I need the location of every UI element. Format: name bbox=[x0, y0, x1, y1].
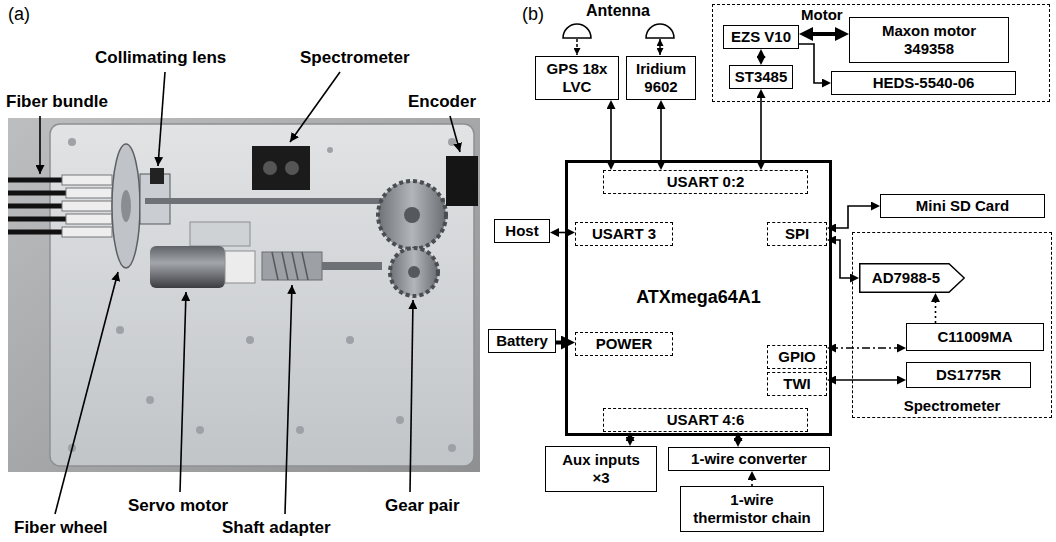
box-label: TWI bbox=[783, 375, 811, 393]
port-box: SPI bbox=[767, 222, 827, 246]
box-label: DS1775R bbox=[936, 366, 1001, 384]
box-label: USART 0:2 bbox=[667, 173, 745, 191]
port-box: USART 0:2 bbox=[603, 170, 808, 194]
box-label: GPS 18x LVC bbox=[542, 60, 612, 96]
box-label: 1-wire thermistor chain bbox=[693, 491, 812, 527]
part-label: Shaft adapter bbox=[222, 518, 331, 538]
module-box: HEDS-5540-06 bbox=[831, 71, 1016, 95]
box-label: Host bbox=[505, 222, 538, 240]
group-heading: Motor bbox=[801, 6, 843, 24]
leader-lines bbox=[40, 72, 460, 514]
connector bbox=[760, 52, 762, 62]
connector bbox=[799, 44, 828, 83]
box-label: 1-wire converter bbox=[691, 450, 807, 468]
group-box: MotorEZS V10 Maxon motor 349358ST3485 HEDS… bbox=[712, 4, 1050, 102]
box-label: Iridium 9602 bbox=[631, 60, 691, 96]
antenna-symbols bbox=[563, 24, 674, 55]
box-label: Aux inputs ×3 bbox=[556, 451, 646, 487]
module-box: Iridium 9602 bbox=[626, 56, 696, 100]
module-box: DS1775R bbox=[906, 362, 1031, 388]
part-label: Fiber bundle bbox=[6, 92, 108, 112]
group-heading: Spectrometer bbox=[853, 397, 1051, 415]
connector bbox=[751, 474, 753, 486]
connector bbox=[610, 103, 612, 167]
part-label: Gear pair bbox=[385, 496, 460, 516]
module-box: Host bbox=[494, 219, 550, 243]
box-label: Battery bbox=[496, 332, 548, 350]
connector bbox=[830, 206, 877, 228]
module-box: C11009MA bbox=[906, 323, 1044, 351]
panel-label: (a) bbox=[8, 4, 30, 25]
port-box: USART 3 bbox=[575, 222, 673, 246]
box-label: Maxon motor 349358 bbox=[864, 22, 994, 58]
box-label: Mini SD Card bbox=[916, 197, 1009, 215]
box-label: SPI bbox=[785, 225, 809, 243]
box-label: ST3485 bbox=[735, 68, 788, 86]
box-label: EZS V10 bbox=[731, 28, 791, 46]
box-label: POWER bbox=[596, 335, 653, 353]
module-box: EZS V10 bbox=[723, 25, 799, 49]
adc-pentagon: AD7988-5 bbox=[859, 263, 965, 293]
connector bbox=[935, 296, 937, 323]
port-box: TWI bbox=[767, 372, 827, 396]
antenna-label: Antenna bbox=[586, 2, 650, 20]
box-label: C11009MA bbox=[937, 328, 1012, 346]
connector bbox=[553, 232, 572, 234]
box-label: GPIO bbox=[778, 348, 816, 366]
module-box: Mini SD Card bbox=[880, 194, 1045, 218]
connector bbox=[807, 32, 841, 36]
module-box: Aux inputs ×3 bbox=[545, 446, 657, 492]
group-box: Spectrometer AD7988-5C11009MA DS1775R bbox=[852, 232, 1052, 418]
box-label: AD7988-5 bbox=[872, 269, 940, 287]
connector bbox=[830, 347, 903, 349]
module-box: 1-wire thermistor chain bbox=[680, 486, 824, 532]
panel-label: (b) bbox=[522, 4, 544, 25]
connector bbox=[629, 435, 631, 443]
mcu-box: ATXmega64A1 USART 0:2USART 3 SPI GPIO TWI POW… bbox=[565, 160, 832, 436]
box-label: USART 4:6 bbox=[667, 411, 745, 429]
part-label: Fiber wheel bbox=[14, 518, 108, 538]
box-label: ATXmega64A1 bbox=[636, 287, 761, 309]
part-label: Spectrometer bbox=[300, 48, 410, 68]
connector bbox=[737, 435, 739, 444]
module-box: 1-wire converter bbox=[668, 447, 830, 471]
hardware-photo bbox=[8, 118, 480, 472]
module-box: GPS 18x LVC bbox=[535, 56, 619, 100]
part-label: Servo motor bbox=[128, 496, 228, 516]
module-box: ST3485 bbox=[729, 65, 793, 89]
module-box: Battery bbox=[488, 329, 556, 353]
port-box: POWER bbox=[575, 332, 673, 356]
module-box: Maxon motor 349358 bbox=[849, 17, 1009, 63]
part-label: Collimating lens bbox=[95, 48, 226, 68]
connector bbox=[660, 103, 662, 167]
connector bbox=[760, 92, 762, 167]
port-box: USART 4:6 bbox=[603, 408, 808, 432]
connector bbox=[830, 379, 903, 381]
port-box: GPIO bbox=[767, 345, 827, 369]
box-label: USART 3 bbox=[592, 225, 656, 243]
box-label: HEDS-5540-06 bbox=[873, 74, 975, 92]
part-label: Encoder bbox=[408, 92, 476, 112]
